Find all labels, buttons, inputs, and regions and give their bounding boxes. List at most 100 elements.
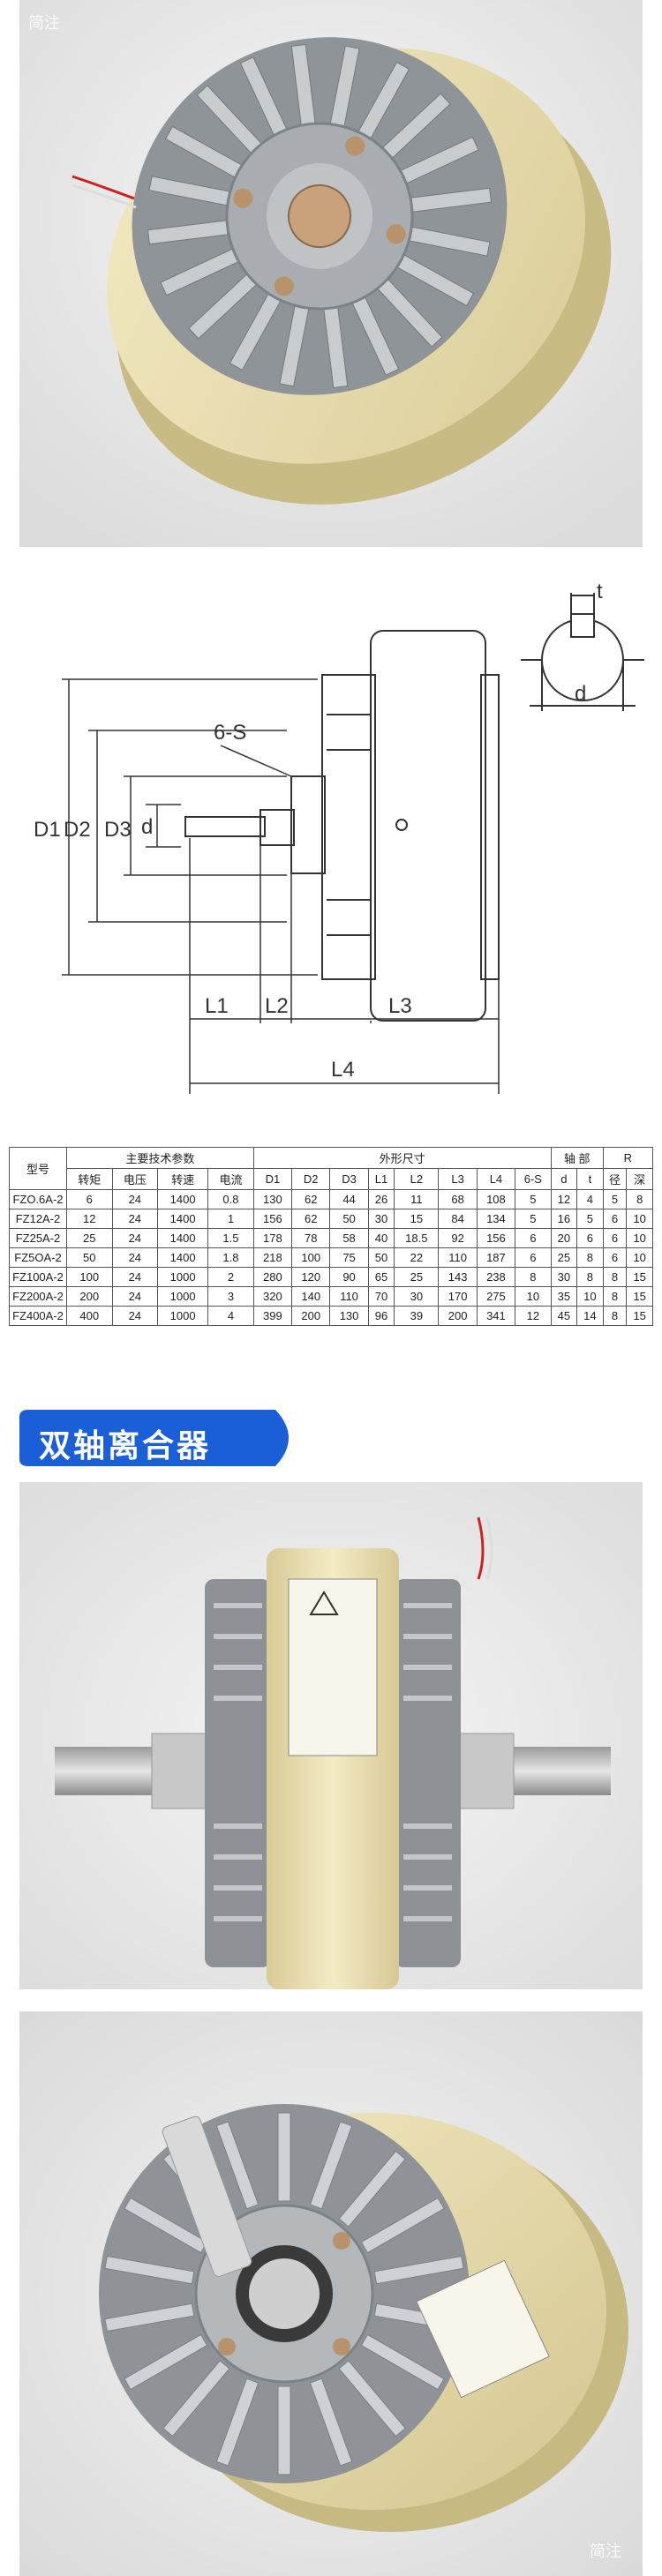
table-cell: 6 bbox=[602, 1209, 628, 1229]
table-cell: 4 bbox=[207, 1306, 254, 1326]
table-cell: 156 bbox=[476, 1228, 516, 1248]
table-cell: 10 bbox=[515, 1286, 552, 1307]
model-cell: FZ100A-2 bbox=[9, 1267, 67, 1287]
table-cell: 8 bbox=[626, 1189, 653, 1209]
table-cell: 68 bbox=[438, 1189, 478, 1209]
table-cell: 15 bbox=[394, 1209, 440, 1229]
table-cell: 35 bbox=[550, 1286, 578, 1307]
clutch-angled-illustration bbox=[19, 2011, 643, 2576]
table-cell: 400 bbox=[66, 1306, 113, 1326]
table-cell: 5 bbox=[515, 1209, 552, 1229]
table-cell: 24 bbox=[111, 1247, 159, 1268]
watermark-bottom: 简注 bbox=[590, 2542, 621, 2561]
subheader: D3 bbox=[329, 1168, 369, 1190]
table-cell: 110 bbox=[438, 1247, 478, 1268]
table-cell: 238 bbox=[476, 1267, 516, 1287]
table-cell: 200 bbox=[66, 1286, 113, 1307]
subheader: 转矩 bbox=[66, 1168, 113, 1190]
table-cell: 1400 bbox=[157, 1247, 209, 1268]
table-cell: 15 bbox=[626, 1306, 653, 1326]
table-cell: 24 bbox=[111, 1189, 159, 1209]
table-cell: 1000 bbox=[157, 1286, 209, 1307]
table-cell: 6 bbox=[515, 1228, 552, 1248]
keyway-detail bbox=[521, 593, 644, 711]
table-subheader-row: 转矩 电压 转速 电流 D1 D2 D3 L1 L2 L3 L4 6-S d t… bbox=[10, 1168, 653, 1190]
table-cell: 92 bbox=[438, 1228, 478, 1248]
table-cell: 200 bbox=[291, 1306, 331, 1326]
table-cell: 24 bbox=[111, 1306, 159, 1326]
table-cell: 100 bbox=[66, 1267, 113, 1287]
subheader: 电流 bbox=[207, 1168, 254, 1190]
table-cell: 16 bbox=[550, 1209, 578, 1229]
table-cell: 24 bbox=[111, 1209, 159, 1229]
table-cell: 24 bbox=[111, 1228, 159, 1248]
table-cell: 110 bbox=[329, 1286, 369, 1307]
table-cell: 10 bbox=[626, 1228, 653, 1248]
table-cell: 22 bbox=[394, 1247, 440, 1268]
watermark-top: 简注 bbox=[28, 14, 60, 33]
table-cell: 1000 bbox=[157, 1306, 209, 1326]
label-6s: 6-S bbox=[214, 721, 246, 745]
table-cell: 1400 bbox=[157, 1189, 209, 1209]
label-L2: L2 bbox=[265, 994, 289, 1018]
table-cell: 0.8 bbox=[207, 1189, 254, 1209]
table-cell: 10 bbox=[626, 1247, 653, 1268]
technical-drawing: t d 6-S D1 D2 D3 d L1 L2 L3 L4 bbox=[34, 580, 644, 1094]
table-cell: 1400 bbox=[157, 1228, 209, 1248]
table-cell: 8 bbox=[602, 1306, 628, 1326]
table-cell: 12 bbox=[550, 1189, 578, 1209]
table-cell: 11 bbox=[394, 1189, 440, 1209]
header-r: R bbox=[602, 1147, 654, 1169]
label-d-key: d bbox=[575, 682, 586, 706]
table-cell: 25 bbox=[66, 1228, 113, 1248]
table-cell: 15 bbox=[626, 1267, 653, 1287]
table-cell: 108 bbox=[476, 1189, 516, 1209]
label-D2: D2 bbox=[64, 818, 91, 842]
table-cell: 156 bbox=[252, 1209, 293, 1229]
model-cell: FZ400A-2 bbox=[9, 1306, 67, 1326]
table-cell: 14 bbox=[576, 1306, 604, 1326]
table-cell: 45 bbox=[550, 1306, 578, 1326]
table-cell: 8 bbox=[576, 1267, 604, 1287]
table-cell: 4 bbox=[576, 1189, 604, 1209]
model-cell: FZ200A-2 bbox=[9, 1286, 67, 1307]
table-cell: 1.5 bbox=[207, 1228, 254, 1248]
table-cell: 75 bbox=[329, 1247, 369, 1268]
table-cell: 30 bbox=[550, 1267, 578, 1287]
table-cell: 6 bbox=[602, 1247, 628, 1268]
table-cell: 40 bbox=[367, 1228, 395, 1248]
table-cell: 10 bbox=[576, 1286, 604, 1307]
table-cell: 26 bbox=[367, 1189, 395, 1209]
table-cell: 5 bbox=[515, 1189, 552, 1209]
table-cell: 341 bbox=[476, 1306, 516, 1326]
label-D3: D3 bbox=[104, 818, 132, 842]
table-cell: 25 bbox=[550, 1247, 578, 1268]
table-cell: 1 bbox=[207, 1209, 254, 1229]
table-cell: 275 bbox=[476, 1286, 516, 1307]
table-cell: 1.8 bbox=[207, 1247, 254, 1268]
table-cell: 12 bbox=[66, 1209, 113, 1229]
clutch-front-illustration bbox=[19, 1482, 643, 1989]
product-photo-angled: 简注 bbox=[19, 2011, 643, 2576]
table-cell: 6 bbox=[515, 1247, 552, 1268]
table-cell: 8 bbox=[602, 1267, 628, 1287]
table-cell: 70 bbox=[367, 1286, 395, 1307]
table-cell: 143 bbox=[438, 1267, 478, 1287]
header-dims: 外形尺寸 bbox=[252, 1147, 552, 1169]
header-model: 型号 bbox=[9, 1147, 67, 1190]
subheader: L1 bbox=[367, 1168, 395, 1190]
product-photo-top: 简注 bbox=[19, 0, 643, 547]
table-cell: 25 bbox=[394, 1267, 440, 1287]
clutch-top-illustration bbox=[19, 0, 643, 547]
table-cell: 320 bbox=[252, 1286, 293, 1307]
subheader: 电压 bbox=[111, 1168, 159, 1190]
table-cell: 90 bbox=[329, 1267, 369, 1287]
table-cell: 10 bbox=[626, 1209, 653, 1229]
table-header-row: 型号 主要技术参数 外形尺寸 轴 部 R bbox=[9, 1147, 654, 1190]
table-cell: 15 bbox=[626, 1286, 653, 1307]
